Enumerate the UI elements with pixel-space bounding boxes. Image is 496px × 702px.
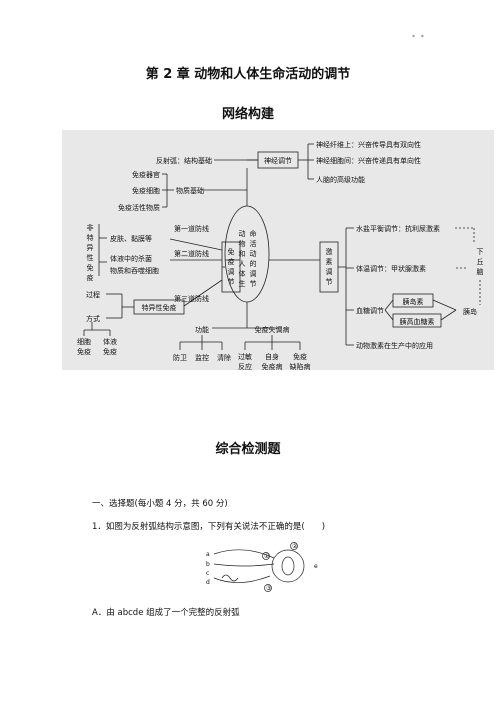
svg-text:体液: 体液 — [103, 337, 117, 346]
svg-text:免疫: 免疫 — [293, 352, 307, 361]
page-corner-mark: * * — [412, 34, 426, 41]
svg-text:异: 异 — [87, 244, 94, 252]
section-test-title: 综合检测题 — [215, 442, 281, 457]
svg-text:免疫: 免疫 — [77, 347, 91, 356]
svg-text:疫: 疫 — [87, 273, 94, 282]
concept-map-background — [62, 130, 494, 370]
mode-label: 方式 — [86, 314, 100, 323]
defense-line-2: 第二道防线 — [174, 249, 209, 258]
section-network-title: 网络构建 — [221, 107, 274, 122]
svg-text:节: 节 — [326, 278, 333, 286]
insulin-label: 胰岛素 — [403, 297, 424, 306]
temperature-regulation: 体温调节：甲状腺激素 — [356, 264, 426, 273]
concept-map: 动 物 和 人 体 生 命 活 动 的 调 节 神经调节 反射弧：结构基础 神经… — [77, 140, 484, 370]
svg-text:③: ③ — [266, 585, 271, 592]
material-item-2: 免疫细胞 — [132, 186, 160, 195]
barrier-1: 皮肤、黏膜等 — [110, 234, 152, 243]
nerve-item-2: 神经细胞间：兴奋传递具有单向性 — [316, 156, 421, 165]
svg-text:动: 动 — [239, 229, 246, 238]
option-a: A．由 abcde 组成了一个完整的反射弧 — [92, 608, 240, 618]
reflex-arc-figure: a b c d e ① ② ③ — [206, 542, 318, 592]
svg-text:性: 性 — [87, 253, 94, 262]
svg-text:①: ① — [264, 553, 269, 560]
hormone-application: 动物激素在生产中的应用 — [356, 341, 433, 350]
chapter-title: 第 2 章 动物和人体生命活动的调节 — [145, 67, 351, 82]
svg-text:非: 非 — [87, 223, 94, 232]
pancreas-label: 胰岛 — [463, 307, 477, 316]
svg-text:e: e — [314, 563, 318, 570]
svg-text:免: 免 — [228, 247, 235, 256]
svg-text:疫: 疫 — [228, 257, 235, 266]
question-section-heading: 一、选择题(每小题 4 分，共 60 分) — [92, 499, 228, 509]
svg-text:人: 人 — [239, 260, 246, 268]
reflex-arc-label: 反射弧：结构基础 — [156, 156, 212, 165]
function-1: 防卫 — [173, 353, 187, 362]
glucagon-label: 胰高血糖素 — [400, 317, 435, 326]
process-label: 过程 — [86, 290, 100, 299]
svg-text:过敏: 过敏 — [238, 352, 252, 361]
svg-text:丘: 丘 — [477, 257, 484, 266]
function-2: 监控 — [195, 353, 209, 362]
svg-text:调: 调 — [250, 269, 257, 278]
material-item-1: 免疫器官 — [132, 170, 160, 179]
water-balance: 水盐平衡调节：抗利尿激素 — [356, 224, 440, 233]
barrier-2b: 物质和吞噬细胞 — [110, 266, 159, 275]
svg-text:自身: 自身 — [265, 352, 279, 361]
svg-text:节: 节 — [250, 280, 257, 288]
svg-text:命: 命 — [250, 229, 257, 238]
svg-text:的: 的 — [250, 259, 257, 268]
material-item-3: 免疫活性物质 — [118, 203, 160, 212]
svg-text:特: 特 — [87, 233, 94, 242]
svg-text:调: 调 — [228, 267, 235, 276]
svg-text:②: ② — [292, 543, 298, 550]
svg-text:体: 体 — [239, 269, 246, 278]
svg-text:免疫病: 免疫病 — [262, 362, 283, 370]
specific-immunity-label: 特异性免疫 — [142, 303, 177, 312]
barrier-2a: 体液中的杀菌 — [110, 254, 152, 263]
svg-text:生: 生 — [239, 279, 246, 288]
disorder-label: 免疫失调病 — [255, 325, 290, 334]
svg-text:节: 节 — [228, 278, 235, 286]
svg-text:脑: 脑 — [477, 267, 484, 276]
defense-line-1: 第一道防线 — [174, 224, 209, 233]
svg-text:细胞: 细胞 — [77, 337, 91, 346]
svg-text:调: 调 — [326, 267, 333, 276]
nerve-item-1: 神经纤维上：兴奋传导具有双向性 — [316, 140, 421, 149]
svg-text:免疫: 免疫 — [103, 347, 117, 356]
svg-text:和: 和 — [239, 249, 246, 258]
material-basis-label: 物质基础 — [176, 186, 204, 195]
defense-line-3: 第三道防线 — [174, 294, 209, 303]
svg-text:a: a — [206, 551, 210, 558]
function-label: 功能 — [195, 325, 209, 334]
svg-text:下: 下 — [477, 248, 484, 256]
svg-text:b: b — [206, 561, 210, 568]
nerve-box-label: 神经调节 — [264, 156, 292, 165]
svg-text:缺陷病: 缺陷病 — [290, 362, 311, 370]
svg-text:动: 动 — [250, 249, 257, 258]
function-3: 清除 — [217, 353, 231, 362]
svg-text:素: 素 — [326, 257, 333, 266]
question-1: 1．如图为反射弧结构示意图，下列有关说法不正确的是( ) — [92, 522, 326, 532]
svg-text:激: 激 — [326, 247, 333, 256]
svg-text:物: 物 — [239, 239, 246, 248]
svg-text:活: 活 — [250, 239, 257, 248]
svg-text:c: c — [206, 570, 209, 577]
svg-text:免: 免 — [87, 263, 94, 272]
svg-text:d: d — [206, 579, 210, 586]
nerve-item-3: 人脑的高级功能 — [316, 175, 365, 184]
svg-text:反应: 反应 — [238, 362, 252, 370]
glucose-regulation: 血糖调节 — [356, 306, 384, 315]
